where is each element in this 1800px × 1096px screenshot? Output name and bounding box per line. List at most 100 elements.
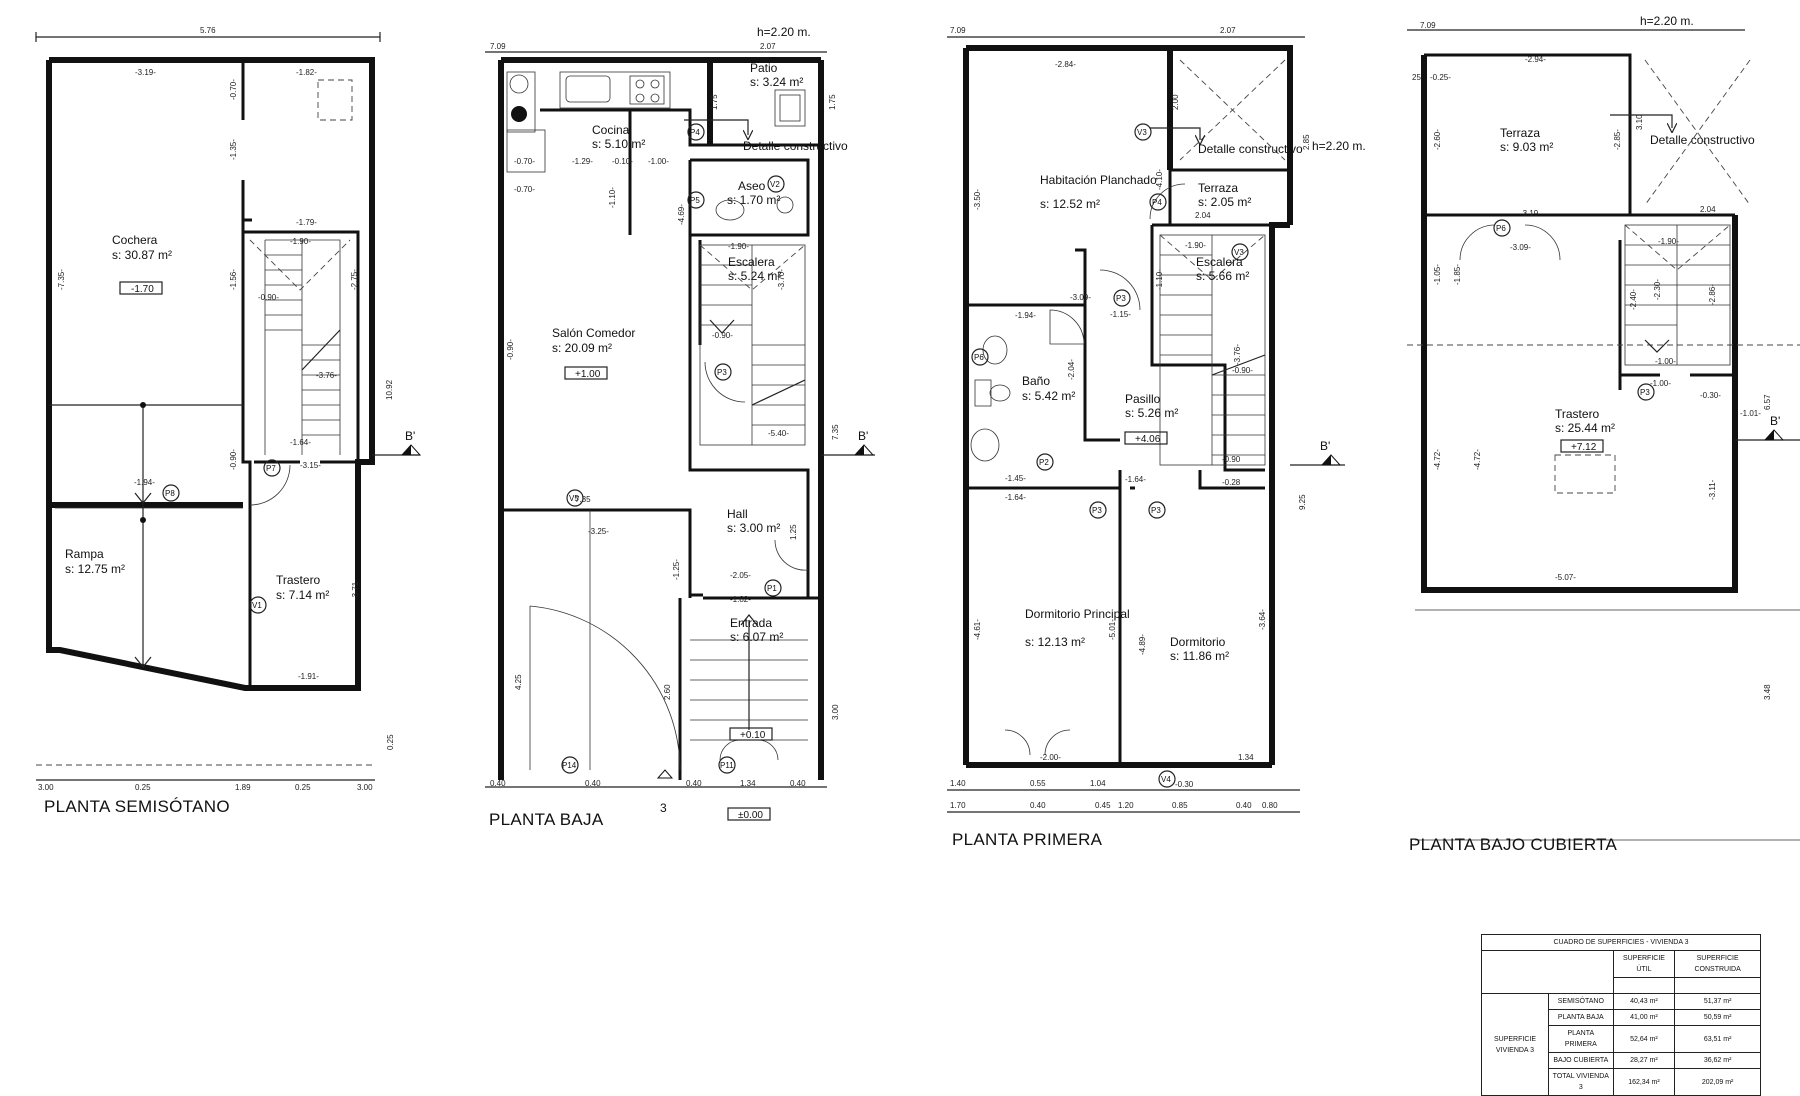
plan-title-planta-baja: PLANTA BAJA	[489, 810, 604, 829]
room-name: Cochera	[112, 233, 158, 247]
level-marker: +0.10	[740, 730, 766, 741]
dim-label: -3.70-	[777, 269, 786, 290]
room-name: Pasillo	[1125, 392, 1161, 406]
room-name: Dormitorio Principal	[1025, 607, 1130, 621]
dim-label: -0.70-	[514, 157, 535, 166]
door-tag: P14	[562, 761, 577, 770]
table-cell: 28,27 m²	[1612, 1052, 1676, 1069]
dim-label: -2.75-	[350, 269, 359, 290]
dim-label: -2.85-	[1613, 129, 1622, 150]
dim-label: -1.00-	[1655, 357, 1676, 366]
dim-label: 5.76	[200, 26, 216, 35]
table-row-label: SEMISÓTANO	[1548, 993, 1614, 1010]
table-spacer	[1612, 977, 1676, 994]
window-tag: V5	[569, 494, 579, 503]
door-tag: P11	[720, 761, 734, 770]
dim-label: 2.07	[1220, 26, 1236, 35]
dim-label: 0.40	[585, 779, 601, 788]
height-note: h=2.20 m.	[757, 25, 811, 39]
dim-label: 0.45	[1095, 801, 1111, 810]
dim-label: -4.10-	[1155, 169, 1164, 190]
dim-label: -2.00-	[1040, 753, 1061, 762]
room-name: Terraza	[1500, 126, 1540, 140]
dim-label: 2.85	[1302, 134, 1311, 150]
dim-label: 2.07	[760, 42, 776, 51]
dim-label: 3.10	[1635, 114, 1644, 130]
floor-plans-drawing: 5.76	[35, 14, 1800, 841]
door-tag: P1	[767, 584, 777, 593]
room-area: s: 3.24 m²	[750, 75, 803, 89]
dim-label: -2.30-	[1653, 279, 1662, 300]
section-mark: B'	[1320, 439, 1330, 453]
dim-label: -3.50-	[973, 189, 982, 210]
dim-label: 2.60	[663, 684, 672, 700]
door-tag: P3	[717, 368, 727, 377]
dim-label: -0.90-	[229, 449, 238, 470]
room-name: Rampa	[65, 547, 104, 561]
table-cell: 52,64 m²	[1612, 1025, 1676, 1053]
dim-label: -0.70-	[229, 79, 238, 100]
dim-label: 1.04	[1090, 779, 1106, 788]
room-area: s: 5.42 m²	[1022, 389, 1075, 403]
room-area: s: 5.66 m²	[1196, 269, 1249, 283]
table-title: CUADRO DE SUPERFICIES - VIVIENDA 3	[1481, 934, 1761, 951]
room-area: s: 11.86 m²	[1170, 649, 1229, 663]
dim-label: -1.90-	[728, 242, 749, 251]
dim-label: 1.89	[235, 783, 251, 792]
table-corner	[1481, 950, 1614, 994]
dim-label: 1.34	[740, 779, 756, 788]
room-name: Salón Comedor	[552, 326, 635, 340]
room-area: s: 12.13 m²	[1025, 635, 1085, 649]
room-area: s: 9.03 m²	[1500, 140, 1553, 154]
dim-label: -1.45-	[1005, 474, 1026, 483]
door-tag: P4	[1152, 198, 1162, 207]
dim-label: -2.05-	[730, 571, 751, 580]
door-tag: P6	[974, 353, 984, 362]
dim-label: 1.20	[1118, 801, 1134, 810]
door-tag: P5	[690, 196, 700, 205]
room-area: s: 12.52 m²	[1040, 197, 1100, 211]
room-area: s: 1.70 m²	[727, 193, 780, 207]
room-area: s: 5.10 m²	[592, 137, 645, 151]
dim-label: -0.70-	[514, 185, 535, 194]
table-row-group: SUPERFICIE VIVIENDA 3	[1481, 993, 1549, 1096]
level-marker: -1.70	[131, 284, 154, 295]
dim-label: -3.19-	[1520, 209, 1541, 218]
section-mark: B'	[405, 429, 415, 443]
detail-label: Detalle constructivo	[743, 139, 848, 153]
table-row: SUPERFICIE VIVIENDA 3 SEMISÓTANO 40,43 m…	[1481, 993, 1761, 1096]
dim-label: -0.90	[1222, 455, 1241, 464]
table-cell: 63,51 m²	[1674, 1025, 1761, 1053]
section-mark: B'	[858, 429, 868, 443]
window-tag: V3	[1137, 128, 1147, 137]
dim-label: -1.29-	[572, 157, 593, 166]
dim-label: -3.11-	[1708, 479, 1717, 500]
dim-label: 2.00	[1171, 94, 1180, 110]
dim-label: -2.60-	[1433, 129, 1442, 150]
table-row: PLANTA BAJA 41,00 m² 50,59 m²	[1482, 1009, 1761, 1026]
room-name: Cocina	[592, 123, 630, 137]
dim-label: -5.40-	[768, 429, 789, 438]
dim-label: -1.10-	[1155, 269, 1164, 290]
dim-label: -1.94-	[1015, 311, 1036, 320]
dim-label: 9.25	[1298, 494, 1307, 510]
dim-label: 25	[1412, 73, 1421, 82]
room-name: Escalera	[1196, 255, 1243, 269]
dim-label: -0.30-	[1700, 391, 1721, 400]
dim-label: -2.94-	[1525, 55, 1546, 64]
detail-label: Detalle constructivo	[1650, 133, 1755, 147]
table-row-label: BAJO CUBIERTA	[1548, 1052, 1614, 1069]
dim-label: 0.40	[490, 779, 506, 788]
room-name: Trastero	[276, 573, 321, 587]
dim-label: -1.82-	[730, 595, 751, 604]
dim-label: -0.30	[1175, 780, 1194, 789]
door-tag: P8	[165, 489, 175, 498]
room-name: Trastero	[1555, 407, 1600, 421]
dim-label: -1.90-	[1185, 241, 1206, 250]
dim-label: -1.05-	[1433, 264, 1442, 285]
table-cell: 162,34 m²	[1612, 1068, 1676, 1096]
room-area: s: 30.87 m²	[112, 248, 172, 262]
dim-label: -3.19-	[135, 68, 156, 77]
dim-label: -1.00-	[1650, 379, 1671, 388]
room-name: Terraza	[1198, 181, 1238, 195]
